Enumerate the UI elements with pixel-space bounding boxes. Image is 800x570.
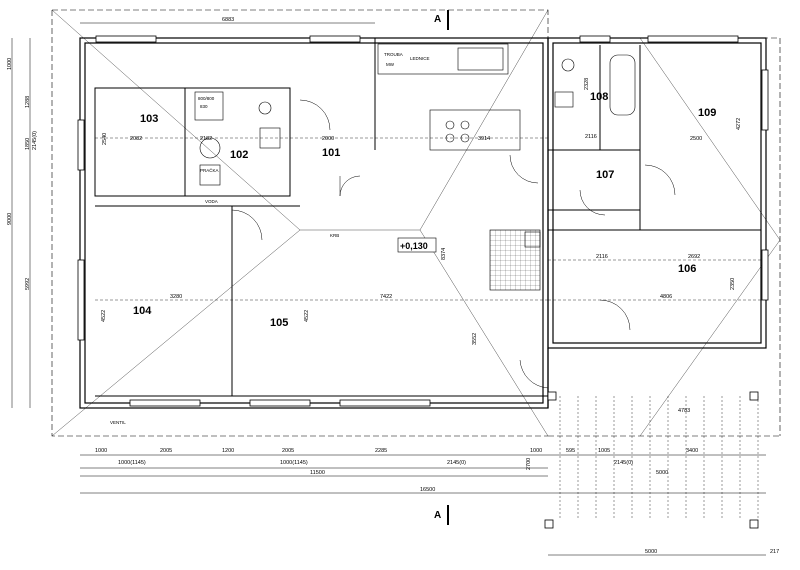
kitchen-dim-1: 8374 [441, 248, 447, 260]
label-trouba: TROUBA [384, 52, 403, 57]
r102-dim-2: 830 [200, 104, 208, 109]
section-markers: A A [434, 10, 449, 525]
left-dimensions [11, 38, 31, 408]
r106-dim-1: 2692 [688, 254, 700, 260]
pergola [559, 396, 759, 520]
windows [77, 35, 769, 407]
label-mw: MW [386, 62, 395, 67]
r104-dim-0: 3280 [170, 294, 182, 300]
left-dim-0: 1000 [7, 58, 13, 70]
r103-dim-1: 2540 [102, 133, 108, 145]
level-mark: +0,130 [400, 241, 428, 251]
bottom-dim-r1-6: 595 [566, 448, 575, 454]
kitchen-dim-0: 3914 [478, 136, 490, 142]
room-101-label: 101 [322, 147, 340, 159]
r102-dim-0: 2182 [200, 136, 212, 142]
left-dim-2: 1850 [25, 138, 31, 150]
section-mark-bottom: A [434, 510, 441, 521]
bottom-dim-r1-1: 2005 [160, 448, 172, 454]
kitchen-dim-4: 3552 [472, 333, 478, 345]
r106-dim-0: 2116 [596, 254, 608, 260]
label-ventil: VENTIL [110, 420, 126, 425]
room-107-label: 107 [596, 169, 614, 181]
bottom-dimensions: 1000 2005 1200 2005 2285 1000 595 1005 3… [95, 408, 779, 555]
room-105-label: 105 [270, 317, 288, 329]
level-mark-box [397, 237, 437, 253]
bottom-dim-r1-5: 1000 [530, 448, 542, 454]
left-dim-4: 9000 [7, 213, 13, 225]
bottom-dim-r2-1: 1000(1145) [280, 460, 308, 466]
r109-dim-0: 2500 [690, 136, 702, 142]
kitchen-fixtures [377, 43, 541, 291]
r108-dim-1: 2116 [585, 134, 597, 140]
r109-dim-1: 4272 [736, 118, 742, 130]
r106-dim-3: 4806 [660, 294, 672, 300]
left-dim-1: 1288 [25, 96, 31, 108]
bottom-dim-br-1: 217 [770, 549, 779, 555]
bottom-dim-r3-1: 5000 [656, 470, 668, 476]
room-103-label: 103 [140, 113, 158, 125]
bathroom-fixtures [194, 54, 636, 186]
bottom-dimension-lines [80, 454, 766, 556]
bottom-dim-r2-3: 2145(0) [614, 460, 633, 466]
left-dim-3: 2145(0) [32, 131, 38, 150]
exterior-walls [79, 37, 767, 409]
r105-dim-1: 4522 [304, 310, 310, 322]
label-voda: VODA [205, 199, 218, 204]
room-106-label: 106 [678, 263, 696, 275]
room-108-label: 108 [590, 91, 608, 103]
bottom-dim-r4-0: 16500 [420, 487, 435, 493]
bottom-dim-r1-8: 3400 [686, 448, 698, 454]
left-dim-5: 5992 [25, 278, 31, 290]
bottom-dim-r3-0: 11500 [310, 470, 325, 476]
internal-dimension-lines [95, 137, 761, 301]
label-pracka: PRAČKA [200, 167, 219, 173]
bottom-dim-r1-4: 2285 [375, 448, 387, 454]
r104-dim-1: 4522 [101, 310, 107, 322]
room-102-label: 102 [230, 149, 248, 161]
r102-dim-1: 800/800 [198, 96, 215, 101]
r101-dim-0: 2000 [322, 136, 334, 142]
bottom-dim-br-0: 5000 [645, 549, 657, 555]
bottom-dim-r1-2: 1200 [222, 448, 234, 454]
bottom-dim-r1-0: 1000 [95, 448, 107, 454]
bottom-dim-r2-0: 1000(1145) [118, 460, 146, 466]
label-krb: KRB [330, 233, 339, 238]
doors [231, 99, 676, 389]
bottom-dim-r1-7: 1005 [598, 448, 610, 454]
top-dim-outer: 6883 [222, 17, 234, 23]
r103-dim-0: 2082 [130, 136, 142, 142]
pergola-dim: 4783 [678, 408, 690, 414]
room-104-label: 104 [133, 305, 152, 317]
interior-walls [94, 38, 761, 397]
room-labels: 103 102 101 104 105 106 107 108 109 [133, 91, 716, 329]
room-109-label: 109 [698, 107, 716, 119]
fixture-labels: TROUBA MW LEDNICE PRAČKA VODA KRB VENTIL [110, 52, 430, 425]
bottom-dim-misc-0: 2700 [526, 458, 532, 470]
room-dimensions: 2082 2540 2182 800/800 830 2000 3914 837… [101, 78, 742, 345]
r105-dim-0: 7422 [380, 294, 392, 300]
pergola-posts [544, 391, 759, 529]
r108-dim-0: 2328 [584, 78, 590, 90]
bottom-dim-r2-2: 2145(0) [447, 460, 466, 466]
section-mark-top: A [434, 14, 441, 25]
bottom-dim-r1-3: 2005 [282, 448, 294, 454]
r106-dim-2: 2350 [730, 278, 736, 290]
label-lednice: LEDNICE [410, 56, 430, 61]
